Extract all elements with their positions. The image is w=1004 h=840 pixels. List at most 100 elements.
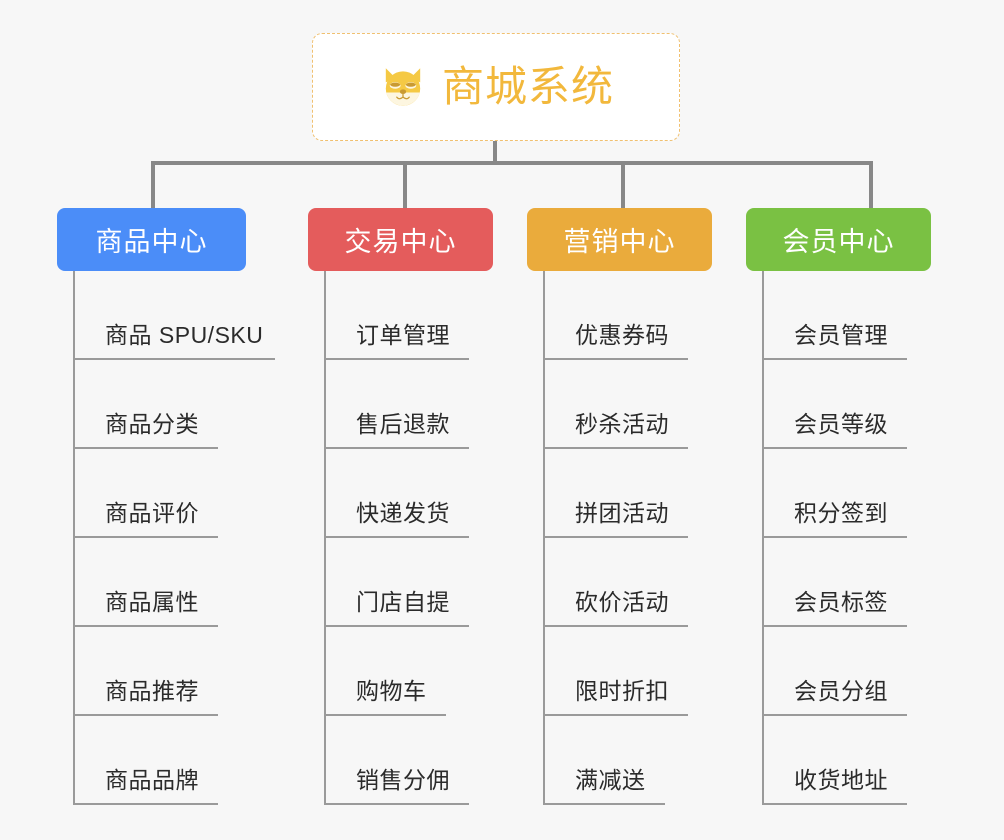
branch-column-1: 交易中心 订单管理 售后退款 快递发货 门店自提 购物车: [308, 208, 493, 805]
leaf-item[interactable]: 收货地址: [746, 716, 931, 805]
leaf-item[interactable]: 快递发货: [308, 449, 493, 538]
branch-column-3: 会员中心 会员管理 会员等级 积分签到 会员标签 会员分组: [746, 208, 931, 805]
category-header-1[interactable]: 交易中心: [308, 208, 493, 271]
leaf-item[interactable]: 砍价活动: [527, 538, 712, 627]
branch-spine-0: [73, 271, 75, 805]
leaf-label: 拼团活动: [575, 500, 669, 526]
leaf-underline: [324, 625, 469, 627]
leaf-underline: [762, 714, 907, 716]
leaf-item[interactable]: 订单管理: [308, 271, 493, 360]
leaf-item[interactable]: 会员管理: [746, 271, 931, 360]
branch-spine-1: [324, 271, 326, 805]
leaf-underline: [543, 536, 688, 538]
connector-drop-0: [151, 161, 155, 211]
category-header-0[interactable]: 商品中心: [57, 208, 246, 271]
leaf-item[interactable]: 会员标签: [746, 538, 931, 627]
leaf-label: 会员分组: [794, 678, 888, 704]
leaf-item[interactable]: 售后退款: [308, 360, 493, 449]
leaf-item[interactable]: 购物车: [308, 627, 493, 716]
leaf-label: 会员等级: [794, 411, 888, 437]
leaf-item[interactable]: 积分签到: [746, 449, 931, 538]
connector-drop-2: [621, 161, 625, 211]
branch-column-2: 营销中心 优惠券码 秒杀活动 拼团活动 砍价活动 限时折扣: [527, 208, 712, 805]
leaf-item[interactable]: 商品分类: [57, 360, 246, 449]
leaf-list-0: 商品 SPU/SKU 商品分类 商品评价 商品属性 商品推荐 商品品牌: [57, 271, 275, 805]
branch-spine-2: [543, 271, 545, 805]
category-title-3: 会员中心: [782, 227, 895, 257]
leaf-underline: [543, 625, 688, 627]
leaf-underline: [324, 714, 446, 716]
leaf-label: 限时折扣: [575, 678, 669, 704]
leaf-item[interactable]: 优惠券码: [527, 271, 712, 360]
leaf-underline: [543, 714, 688, 716]
leaf-underline: [543, 447, 688, 449]
leaf-underline: [762, 447, 907, 449]
leaf-list-3: 会员管理 会员等级 积分签到 会员标签 会员分组 收货地址: [746, 271, 931, 805]
category-title-2: 营销中心: [563, 227, 676, 257]
leaf-item[interactable]: 拼团活动: [527, 449, 712, 538]
leaf-item[interactable]: 商品评价: [57, 449, 246, 538]
leaf-label: 会员管理: [794, 322, 888, 348]
leaf-label: 商品品牌: [105, 767, 199, 793]
leaf-item[interactable]: 满减送: [527, 716, 712, 805]
leaf-label: 优惠券码: [575, 322, 669, 348]
connector-drop-3: [869, 161, 873, 211]
leaf-item[interactable]: 商品 SPU/SKU: [57, 271, 275, 360]
category-title-0: 商品中心: [95, 227, 208, 257]
leaf-item[interactable]: 会员等级: [746, 360, 931, 449]
leaf-underline: [73, 625, 218, 627]
leaf-underline: [73, 358, 275, 360]
leaf-label: 商品推荐: [105, 678, 199, 704]
leaf-label: 商品 SPU/SKU: [105, 322, 264, 348]
leaf-label: 商品属性: [105, 589, 199, 615]
leaf-underline: [762, 625, 907, 627]
leaf-label: 会员标签: [794, 589, 888, 615]
connector-root-stem: [493, 141, 497, 163]
leaf-underline: [73, 447, 218, 449]
leaf-label: 商品分类: [105, 411, 199, 437]
leaf-list-2: 优惠券码 秒杀活动 拼团活动 砍价活动 限时折扣 满减送: [527, 271, 712, 805]
leaf-underline: [73, 714, 218, 716]
leaf-label: 门店自提: [356, 589, 450, 615]
leaf-item[interactable]: 限时折扣: [527, 627, 712, 716]
leaf-underline: [543, 358, 688, 360]
leaf-underline: [324, 536, 469, 538]
leaf-item[interactable]: 商品品牌: [57, 716, 246, 805]
leaf-underline: [73, 536, 218, 538]
category-title-1: 交易中心: [344, 227, 457, 257]
leaf-label: 满减送: [575, 767, 646, 793]
leaf-item[interactable]: 会员分组: [746, 627, 931, 716]
category-header-2[interactable]: 营销中心: [527, 208, 712, 271]
leaf-label: 积分签到: [794, 500, 888, 526]
connector-horizontal-bus: [151, 161, 873, 165]
leaf-label: 销售分佣: [356, 767, 450, 793]
leaf-underline: [762, 536, 907, 538]
root-node[interactable]: 商城系统: [312, 33, 680, 141]
leaf-item[interactable]: 秒杀活动: [527, 360, 712, 449]
leaf-item[interactable]: 商品推荐: [57, 627, 246, 716]
leaf-label: 售后退款: [356, 411, 450, 437]
leaf-label: 快递发货: [356, 500, 450, 526]
branch-column-0: 商品中心 商品 SPU/SKU 商品分类 商品评价 商品属性 商品推荐: [57, 208, 275, 805]
leaf-item[interactable]: 商品属性: [57, 538, 246, 627]
leaf-underline: [543, 803, 665, 805]
leaf-underline: [762, 803, 907, 805]
leaf-label: 商品评价: [105, 500, 199, 526]
leaf-label: 秒杀活动: [575, 411, 669, 437]
leaf-label: 订单管理: [356, 322, 450, 348]
connector-drop-1: [403, 161, 407, 211]
leaf-label: 收货地址: [794, 767, 888, 793]
leaf-underline: [324, 447, 469, 449]
leaf-item[interactable]: 销售分佣: [308, 716, 493, 805]
leaf-item[interactable]: 门店自提: [308, 538, 493, 627]
leaf-underline: [324, 803, 469, 805]
leaf-underline: [762, 358, 907, 360]
leaf-underline: [324, 358, 469, 360]
leaf-list-1: 订单管理 售后退款 快递发货 门店自提 购物车 销售分佣: [308, 271, 493, 805]
leaf-label: 购物车: [356, 678, 427, 704]
leaf-label: 砍价活动: [575, 589, 669, 615]
category-header-3[interactable]: 会员中心: [746, 208, 931, 271]
leaf-underline: [73, 803, 218, 805]
branch-spine-3: [762, 271, 764, 805]
